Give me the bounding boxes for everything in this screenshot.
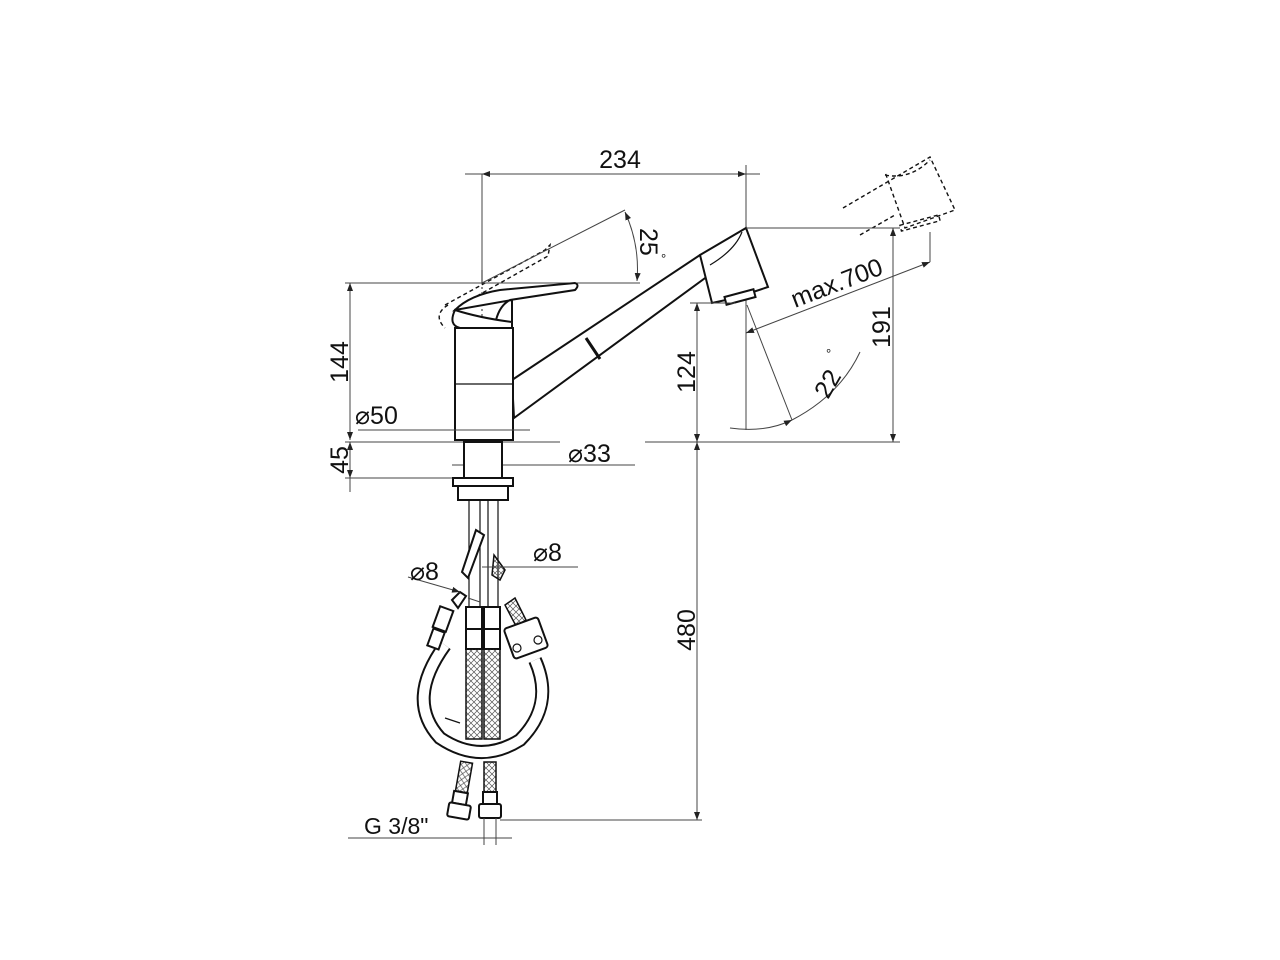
right-hose-nut [478, 803, 502, 819]
label-hose-diameter-right: ⌀8 [533, 539, 562, 567]
label-head-height: 191 [868, 306, 896, 348]
spray-head [698, 226, 770, 305]
label-shank-height: 45 [326, 446, 354, 474]
label-overall-reach: 234 [599, 146, 641, 174]
dimension-hose-diameter-left: ⌀8 [407, 558, 481, 603]
label-lever-degree: ° [661, 251, 666, 266]
dimension-swivel-angle: 22 ° [729, 304, 861, 430]
spray-head-extended-ghost [842, 156, 956, 236]
dimension-body-height: 144 [326, 282, 482, 440]
left-hose-nut [446, 801, 472, 821]
label-body-diameter: ⌀50 [355, 402, 398, 430]
label-shank-diameter: ⌀33 [568, 440, 611, 468]
lever-handle [452, 281, 579, 328]
dimension-shank-diameter: ⌀33 [452, 440, 635, 468]
dimension-hose-length: 480 [500, 442, 702, 821]
label-pull-out: max.700 [787, 253, 887, 314]
threaded-shank [463, 441, 503, 479]
label-spout-height: 124 [673, 351, 701, 393]
label-lever-angle: 25 [634, 228, 662, 256]
label-swivel-angle: 22 [809, 365, 847, 403]
dimension-pull-out: max.700 [745, 232, 931, 334]
supply-hoses [416, 500, 550, 821]
dimension-head-height: 191 [746, 227, 900, 442]
label-hose-diameter-left: ⌀8 [410, 558, 439, 586]
dimension-connection-thread: G 3/8" [348, 813, 512, 845]
lever-tilt-indicator: 25 ° [438, 209, 666, 329]
fixing-nut [457, 485, 509, 501]
hose-coupling [503, 616, 549, 660]
label-body-height: 144 [326, 341, 354, 383]
spout-ring [584, 337, 602, 360]
label-connection-thread: G 3/8" [364, 813, 428, 839]
label-swivel-degree: ° [826, 346, 831, 361]
washer [452, 477, 514, 487]
dimension-shank-height: 45 [326, 441, 900, 492]
dimension-hose-diameter-right: ⌀8 [482, 539, 578, 568]
dimension-overall-reach: 234 [465, 146, 760, 430]
dimension-spout-height: 124 [673, 302, 735, 442]
label-hose-length: 480 [673, 609, 701, 651]
dimension-body-diameter: ⌀50 [355, 402, 530, 431]
